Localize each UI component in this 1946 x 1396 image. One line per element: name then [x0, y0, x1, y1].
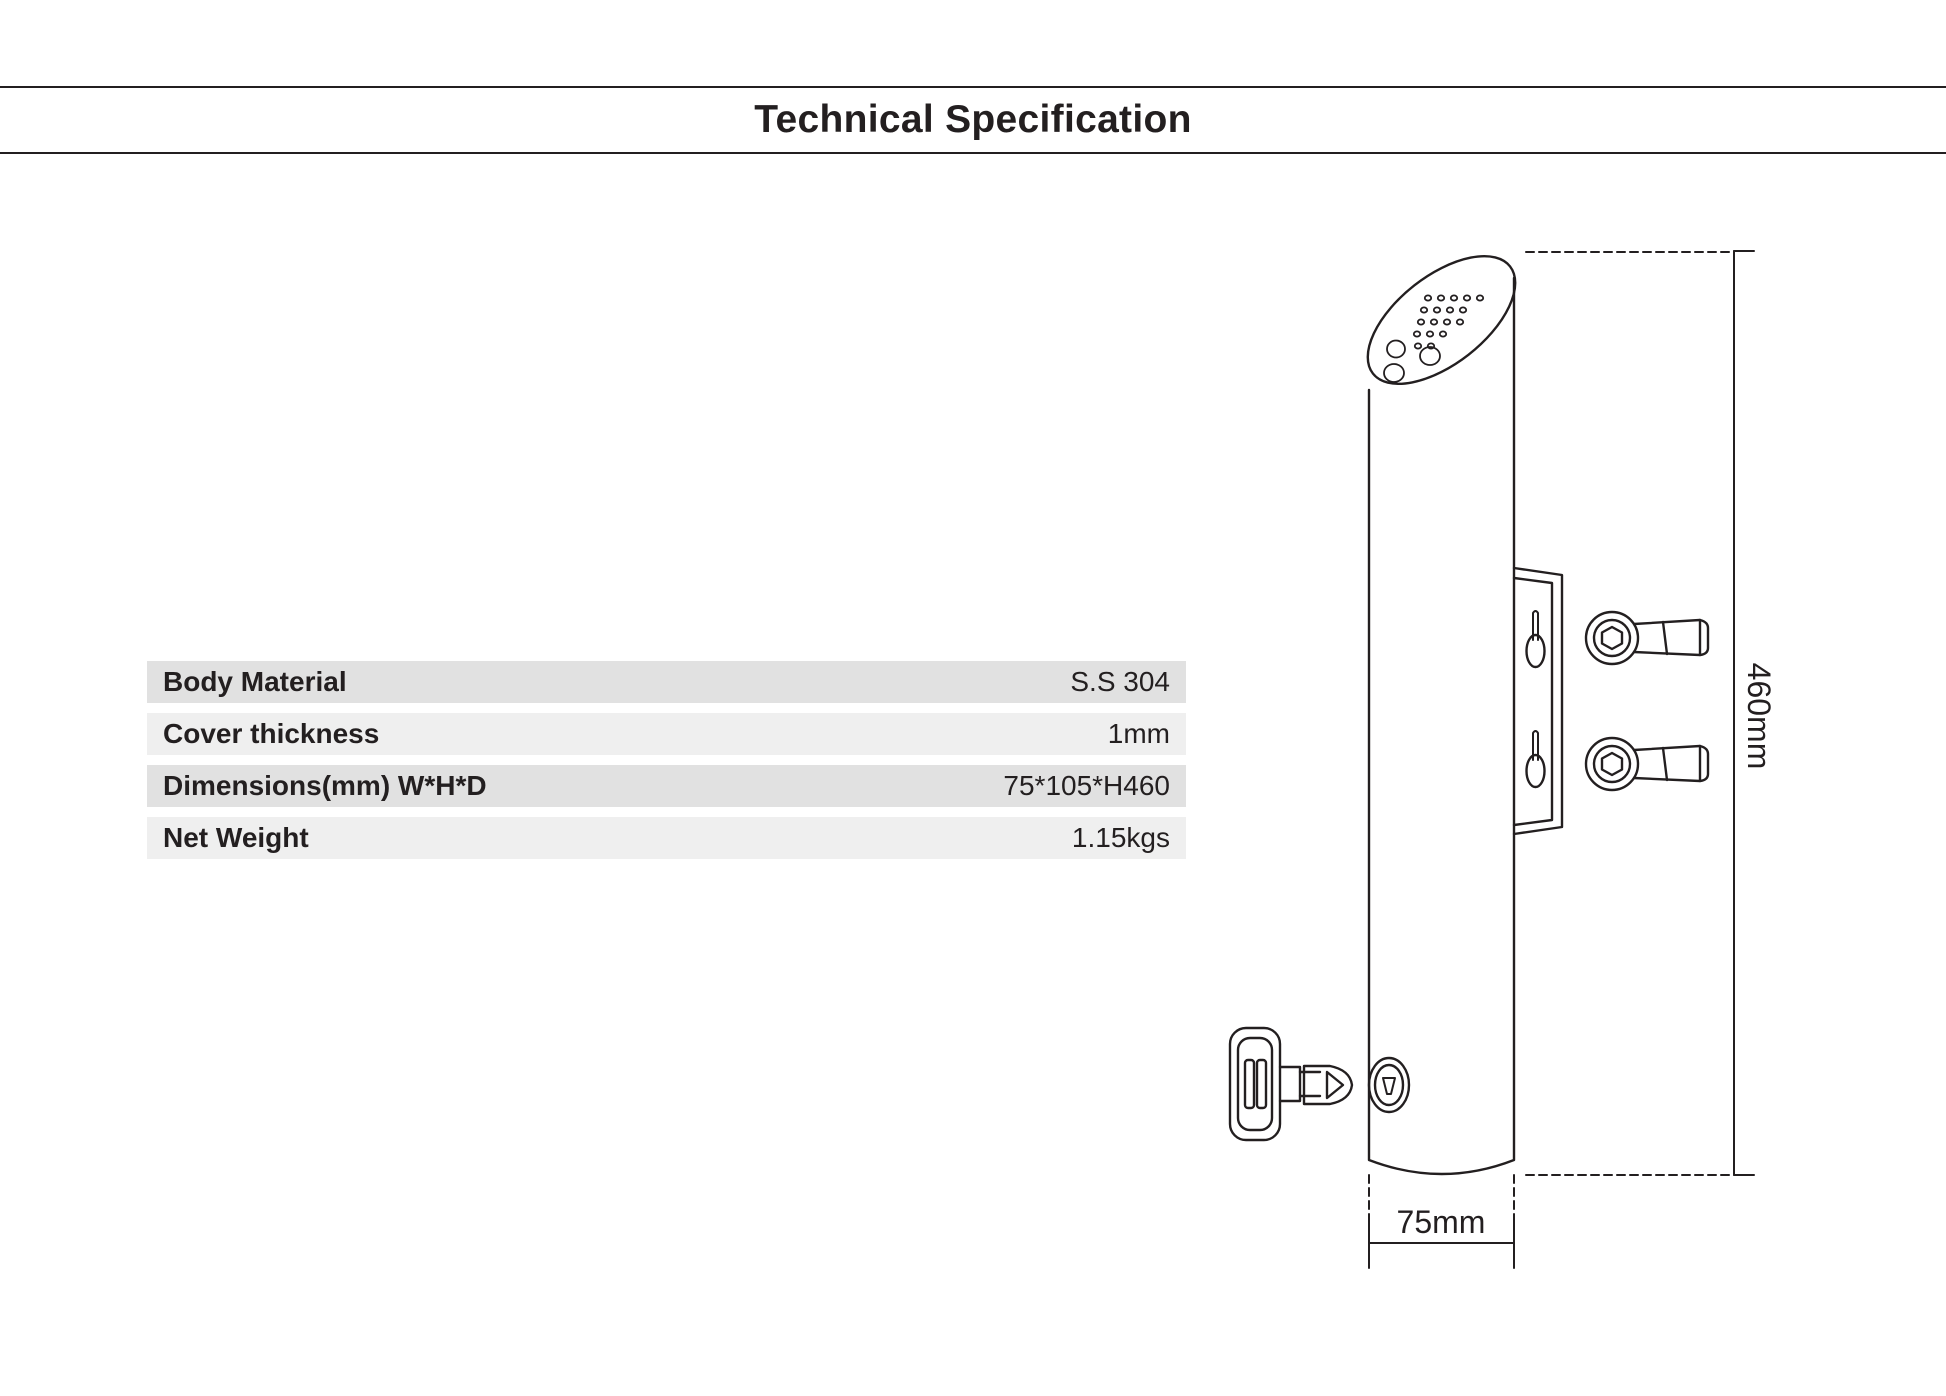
header-top-rule [0, 86, 1946, 88]
spec-label: Net Weight [163, 822, 309, 853]
header-bottom-rule [0, 152, 1946, 154]
height-dimension-label: 460mm [1741, 663, 1777, 770]
height-dimension [1525, 250, 1755, 1176]
spec-label: Cover thickness [163, 718, 380, 749]
top-vent-holes-icon [1383, 294, 1485, 383]
key-icon [1228, 1026, 1354, 1142]
page-title: Technical Specification [754, 98, 1192, 141]
spec-value: 1.15kgs [1071, 822, 1170, 853]
spec-value: 75*105*H460 [1003, 770, 1170, 801]
spec-value: 1mm [1107, 718, 1170, 749]
mounting-screw-icon [1584, 736, 1710, 792]
spec-value: S.S 304 [1070, 666, 1170, 697]
mounting-screw-icon [1584, 610, 1710, 666]
width-dimension-label: 75mm [1397, 1204, 1486, 1240]
product-technical-drawing: 460mm 75mm [1228, 250, 1777, 1269]
spec-label: Body Material [163, 666, 347, 697]
spec-row-net-weight: Net Weight 1.15kgs [147, 817, 1186, 859]
spec-table: Body Material S.S 304 Cover thickness 1m… [147, 661, 1186, 869]
spec-label: Dimensions(mm) W*H*D [163, 770, 487, 801]
ashtray-body [1366, 254, 1517, 1176]
spec-row-cover-thickness: Cover thickness 1mm [147, 713, 1186, 755]
spec-row-dimensions: Dimensions(mm) W*H*D 75*105*H460 [147, 765, 1186, 807]
spec-row-body-material: Body Material S.S 304 [147, 661, 1186, 703]
lock-icon [1367, 1056, 1411, 1114]
wall-bracket [1512, 566, 1564, 836]
width-dimension [1368, 1174, 1515, 1269]
